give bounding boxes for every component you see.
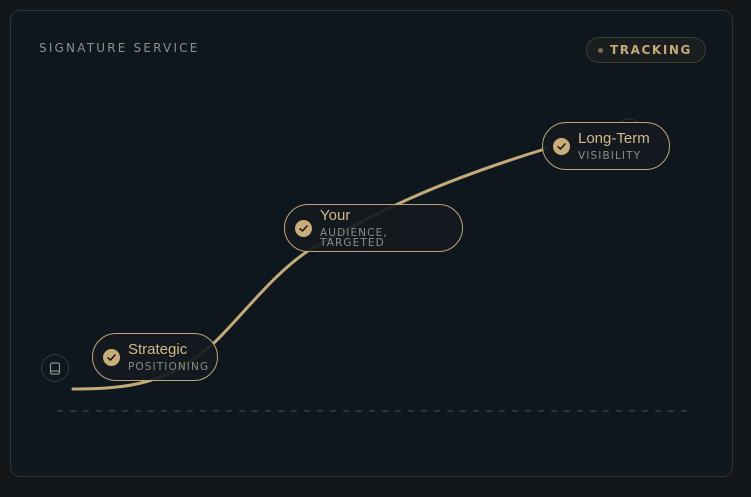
milestone-long-term: Long-Term VISIBILITY	[542, 122, 670, 170]
check-circle-icon	[295, 219, 312, 237]
milestone-title: Long-Term	[578, 129, 650, 147]
status-label: TRACKING	[610, 43, 692, 57]
milestone-strategic: Strategic POSITIONING	[92, 333, 218, 381]
start-marker	[41, 354, 69, 382]
book-icon	[49, 361, 61, 375]
dot-icon	[598, 47, 604, 53]
milestone-title: Strategic	[128, 340, 188, 358]
milestone-title: Your	[320, 206, 351, 224]
signature-service-card: SIGNATURE SERVICE TRACKING Strategic POS…	[10, 10, 733, 477]
milestone-your: Your AUDIENCE, TARGETED	[284, 204, 463, 252]
check-circle-icon	[103, 348, 120, 366]
milestone-subtitle: AUDIENCE, TARGETED	[320, 226, 388, 249]
milestone-subtitle: VISIBILITY	[578, 149, 642, 162]
card-title: SIGNATURE SERVICE	[39, 41, 200, 55]
milestone-subtitle: POSITIONING	[128, 360, 210, 373]
check-circle-icon	[553, 137, 570, 155]
status-badge: TRACKING	[586, 37, 706, 63]
